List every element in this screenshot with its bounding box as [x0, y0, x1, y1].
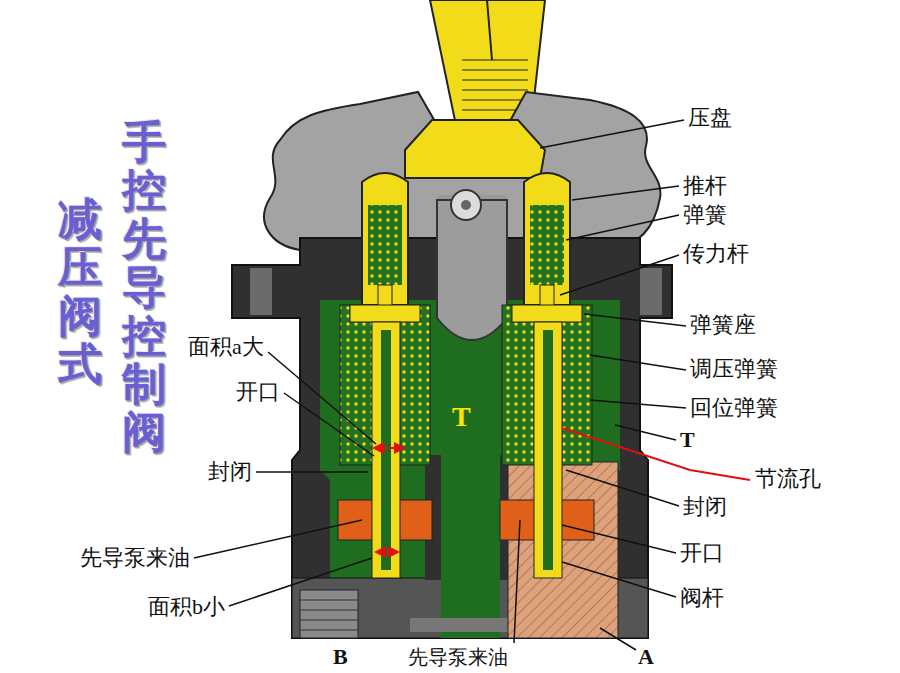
- port-letter: B: [333, 645, 348, 669]
- part-label: 开口: [236, 380, 280, 404]
- port-letter: A: [638, 645, 654, 669]
- orifice-leader: [562, 428, 750, 480]
- part-label: 封闭: [208, 460, 252, 484]
- part-label: 弹簧: [683, 203, 727, 227]
- leader-lines: [194, 120, 686, 650]
- title-column: 手控先导控制阀: [122, 118, 166, 457]
- part-label: 压盘: [688, 106, 732, 130]
- port-block: [508, 462, 618, 638]
- right-valve-assembly: [500, 173, 594, 578]
- port-letter: T: [680, 428, 695, 452]
- part-label: 回位弹簧: [690, 396, 778, 420]
- oil-source-label: 先导泵来油: [80, 546, 190, 570]
- oil-source-label: 先导泵来油: [408, 646, 508, 668]
- part-label: 封闭: [683, 495, 727, 519]
- part-label: 开口: [680, 541, 724, 565]
- part-label: 节流孔: [755, 467, 821, 491]
- port-letter: T: [452, 402, 471, 433]
- area-arrows: [374, 448, 404, 552]
- part-label: 调压弹簧: [690, 357, 778, 381]
- part-label: 传力杆: [683, 242, 749, 266]
- area-label: 面积b小: [148, 595, 225, 619]
- part-label: 弹簧座: [690, 313, 756, 337]
- left-valve-assembly: [338, 173, 432, 578]
- area-label: 面积a大: [188, 335, 264, 359]
- part-label: 阀杆: [680, 586, 724, 610]
- title-column: 减压阀式: [58, 195, 102, 389]
- part-label: 推杆: [683, 174, 727, 198]
